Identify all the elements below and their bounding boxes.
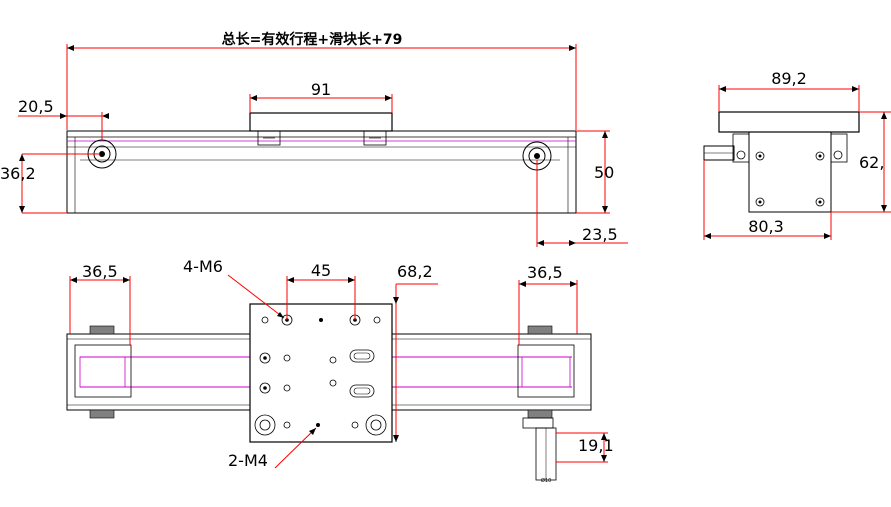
- dim-19-1: 19,1: [578, 436, 614, 455]
- dim-20-5: 20,5: [18, 97, 54, 116]
- dim-62: 62,: [859, 153, 884, 172]
- shaft-label: Ø10: [541, 477, 551, 484]
- dim-45: 45: [311, 261, 331, 280]
- callout-m4: 2-M4: [228, 451, 268, 470]
- dim-91: 91: [311, 80, 331, 99]
- dim-89-2: 89,2: [771, 69, 807, 88]
- callout-m6: 4-M6: [183, 257, 223, 276]
- dim-36-5-left: 36,5: [82, 262, 118, 281]
- dim-50: 50: [594, 163, 614, 182]
- dim-36-2: 36,2: [0, 164, 36, 183]
- dim-80-3: 80,3: [748, 217, 784, 236]
- dim-68-2: 68,2: [397, 262, 433, 281]
- side-view: 89,2 62, 80,3: [703, 69, 891, 240]
- drawing-title: 总长=有效行程+滑块长+79: [222, 31, 403, 48]
- top-view: Ø10 36,5: [66, 257, 614, 484]
- dim-23-5: 23,5: [582, 225, 618, 244]
- dim-36-5-right: 36,5: [527, 263, 563, 282]
- front-view: 20,5 91 36,2 50 23,5: [0, 44, 628, 247]
